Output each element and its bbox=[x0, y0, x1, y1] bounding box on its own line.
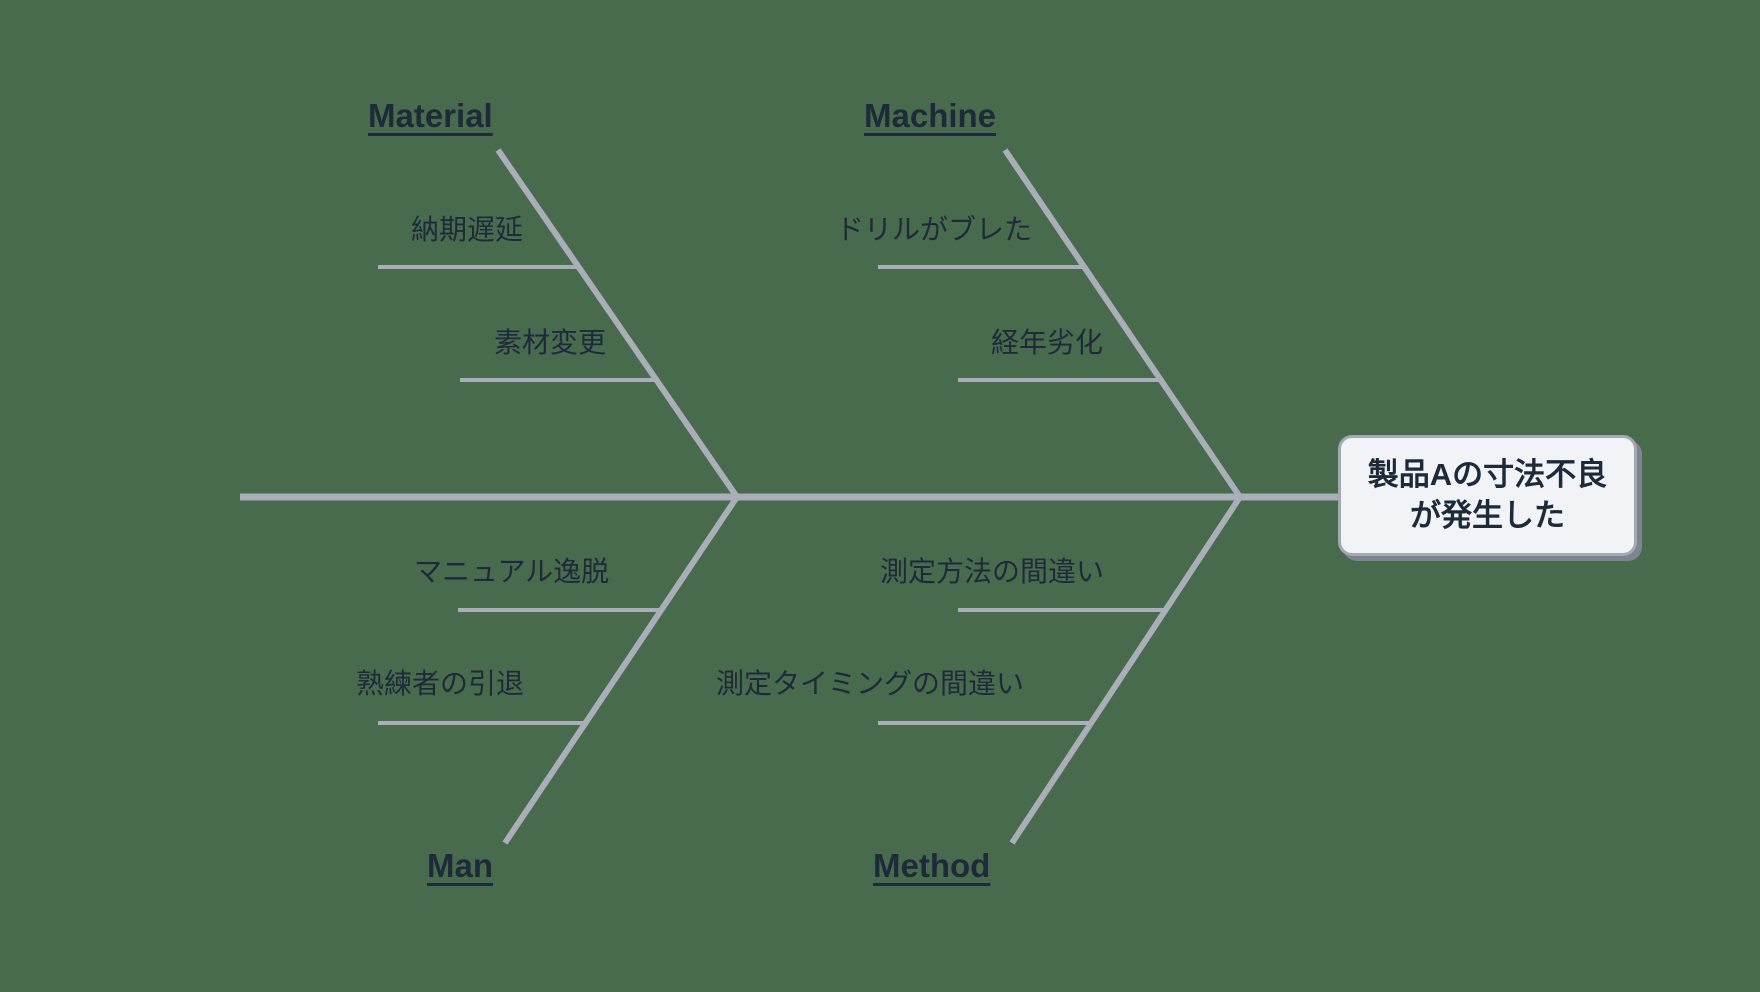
cause-label-method-1: 測定方法の間違い bbox=[880, 556, 1105, 587]
category-label-man: Man bbox=[427, 847, 493, 884]
cause-label-material-1: 納期遅延 bbox=[411, 214, 524, 245]
category-label-method: Method bbox=[873, 847, 991, 884]
method-bone-line bbox=[1009, 495, 1243, 845]
cause-label-machine-1: ドリルがブレた bbox=[836, 214, 1033, 245]
problem-text-line-2: が発生した bbox=[1410, 497, 1565, 533]
machine-bone-line bbox=[1002, 148, 1243, 499]
cause-label-man-2: 熟練者の引退 bbox=[356, 668, 525, 699]
cause-label-method-2: 測定タイミングの間違い bbox=[716, 668, 1025, 699]
man-bone-line bbox=[502, 495, 740, 845]
problem-text-line-1: 製品Aの寸法不良 bbox=[1367, 456, 1608, 492]
problem-box: 製品Aの寸法不良 が発生した bbox=[1338, 435, 1637, 556]
cause-label-machine-2: 経年劣化 bbox=[991, 327, 1104, 358]
category-label-material: Material bbox=[368, 97, 493, 134]
category-label-machine: Machine bbox=[864, 97, 997, 134]
material-bone-line bbox=[495, 148, 740, 499]
cause-label-man-1: マニュアル逸脱 bbox=[414, 556, 610, 587]
cause-label-material-2: 素材変更 bbox=[494, 327, 607, 358]
